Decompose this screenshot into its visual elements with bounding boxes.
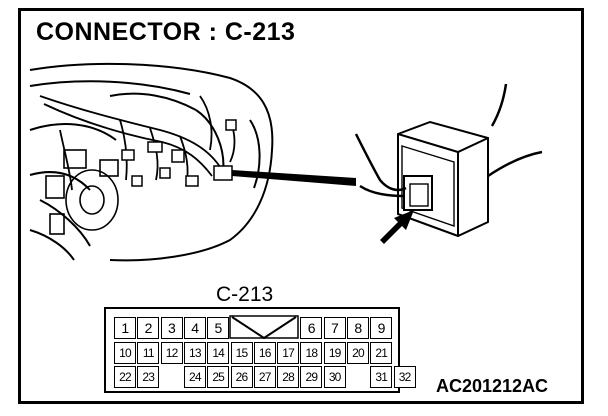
pin-17: 17 xyxy=(277,342,300,364)
pin-3: 3 xyxy=(160,317,183,339)
pin-12: 12 xyxy=(160,342,183,364)
steering-column xyxy=(45,149,119,235)
pin-31: 31 xyxy=(370,366,393,388)
pin-10: 10 xyxy=(114,342,136,364)
pin-20: 20 xyxy=(347,342,369,364)
pin-15: 15 xyxy=(230,342,253,364)
pin-4: 4 xyxy=(183,317,206,339)
figure-code: AC201212AC xyxy=(436,376,549,396)
pin-26: 26 xyxy=(230,366,253,388)
pin-5: 5 xyxy=(207,317,230,339)
pin-14: 14 xyxy=(207,342,230,364)
pin-25: 25 xyxy=(207,366,230,388)
pin-6: 6 xyxy=(300,317,323,339)
relay-box xyxy=(397,120,489,238)
diagram-title: CONNECTOR : C-213 xyxy=(36,18,296,46)
pin-29: 29 xyxy=(300,366,323,388)
harness-connectors xyxy=(121,119,237,187)
pin-22: 22 xyxy=(114,366,136,388)
pin-24: 24 xyxy=(183,366,206,388)
pin-23: 23 xyxy=(137,366,160,388)
leader-line xyxy=(232,170,356,186)
pin-2: 2 xyxy=(137,317,160,339)
arrow-icon xyxy=(380,210,414,244)
pin-11: 11 xyxy=(137,342,160,364)
pin-28: 28 xyxy=(277,366,300,388)
pin-21: 21 xyxy=(370,342,393,364)
pin-27: 27 xyxy=(253,366,276,388)
pin-16: 16 xyxy=(253,342,276,364)
pin-30: 30 xyxy=(323,366,346,388)
pin-8: 8 xyxy=(347,317,369,339)
pin-7: 7 xyxy=(323,317,346,339)
pin-9: 9 xyxy=(370,317,393,339)
pin-32: 32 xyxy=(393,366,416,388)
pin-18: 18 xyxy=(300,342,323,364)
connector-label: C-213 xyxy=(216,283,274,306)
relay-wires xyxy=(354,83,543,198)
wiring-harness xyxy=(39,95,236,191)
pin-13: 13 xyxy=(183,342,206,364)
pin-19: 19 xyxy=(323,342,346,364)
pin-1: 1 xyxy=(114,317,136,339)
